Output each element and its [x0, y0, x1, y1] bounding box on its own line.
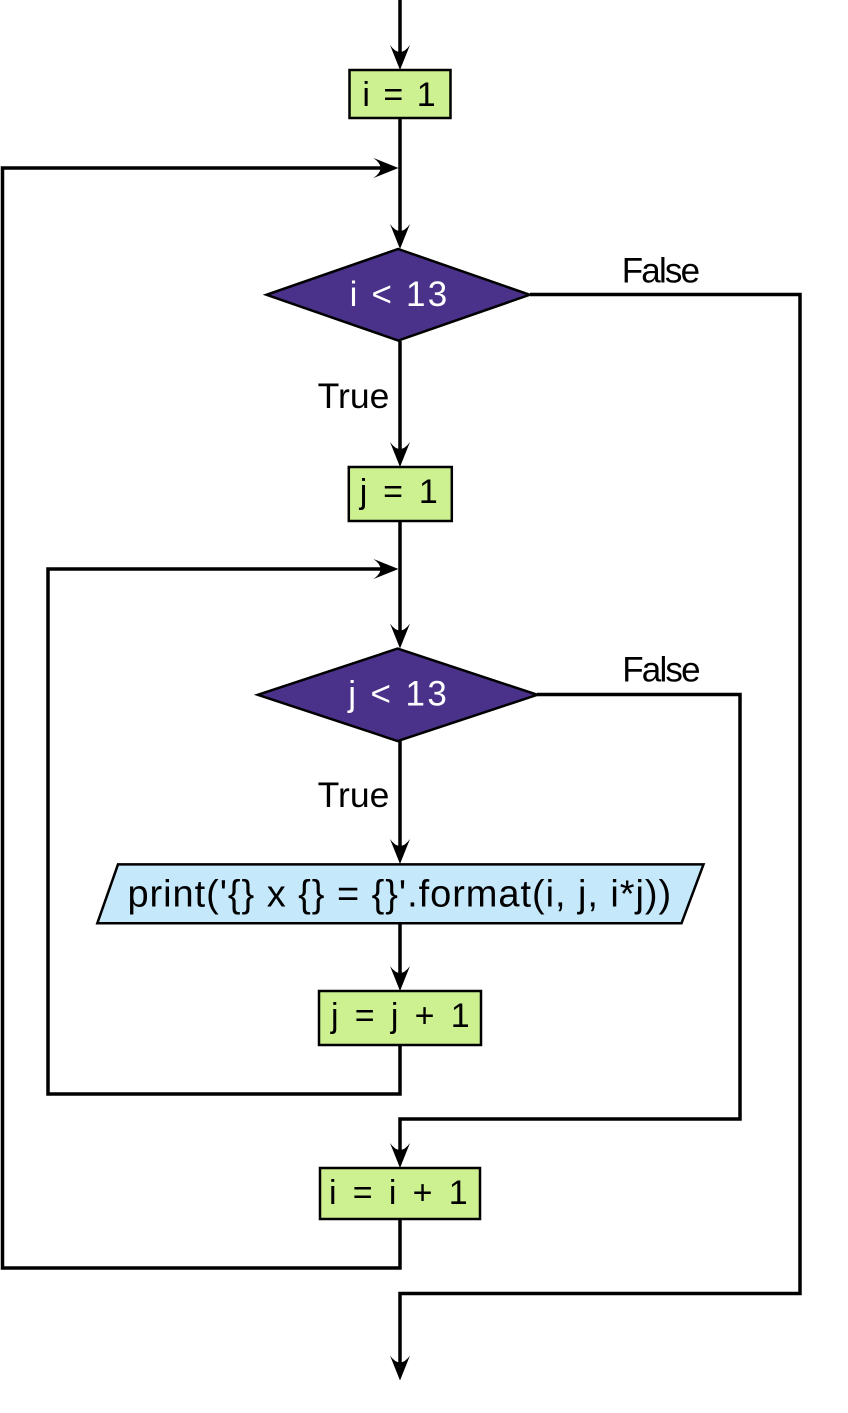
- svg-text:j = j + 1: j = j + 1: [330, 997, 473, 1035]
- svg-text:j < 13: j < 13: [347, 675, 449, 714]
- svg-text:i = 1: i = 1: [362, 76, 437, 114]
- svg-text:print('{} x {} = {}'.format(i,: print('{} x {} = {}'.format(i, j, i*j)): [127, 873, 672, 915]
- svg-text:True: True: [318, 376, 390, 416]
- svg-text:False: False: [622, 651, 699, 690]
- svg-text:False: False: [622, 252, 699, 291]
- svg-text:j = 1: j = 1: [359, 473, 441, 511]
- svg-text:True: True: [318, 775, 390, 815]
- svg-text:i < 13: i < 13: [350, 275, 450, 314]
- svg-text:i = i + 1: i = i + 1: [329, 1174, 471, 1212]
